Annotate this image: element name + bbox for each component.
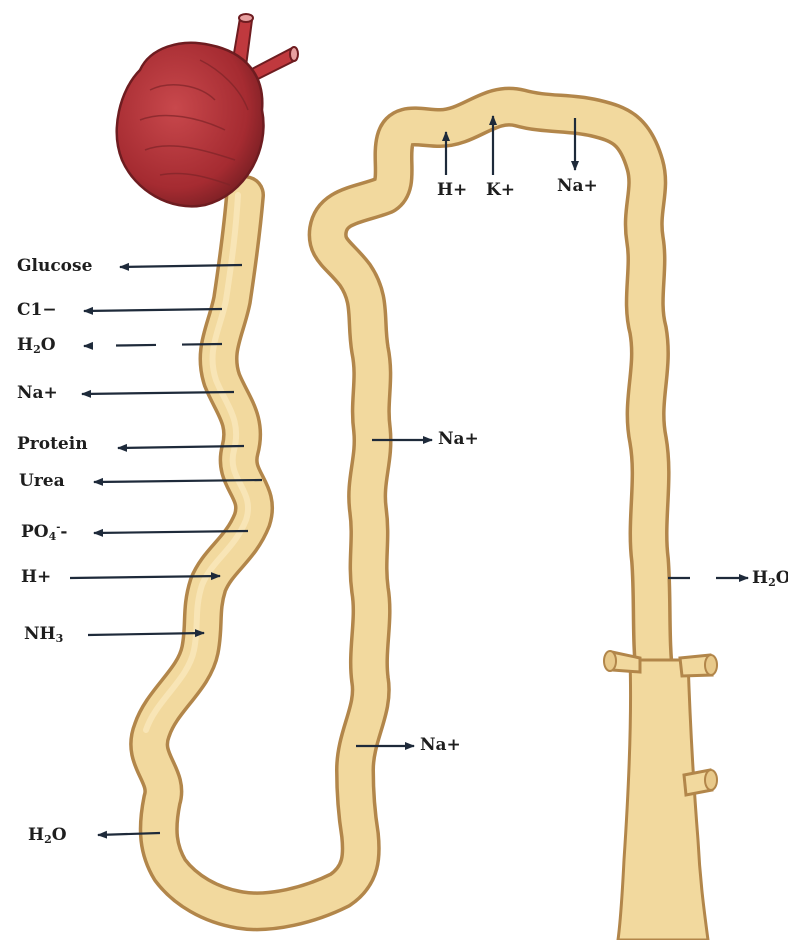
label-h2o-bottom: H2O	[28, 827, 67, 845]
duct-branch-left-opening	[604, 651, 616, 671]
label-collecting-h2o-clip: H2O	[752, 566, 788, 592]
label-h: H+	[21, 569, 51, 586]
duct-branch-right-lower-opening	[705, 770, 717, 790]
tubule	[146, 107, 717, 940]
label-loop-na-upper: Na+	[438, 431, 479, 448]
label-loop-na-lower: Na+	[420, 737, 461, 754]
glomerulus	[117, 14, 298, 206]
label-distal-h: H+	[437, 182, 467, 199]
label-cl: C1−	[17, 302, 57, 319]
label-urea: Urea	[19, 473, 65, 490]
afferent-vessel-opening	[239, 14, 253, 22]
collecting-duct	[618, 660, 708, 940]
tubule-fill	[149, 107, 668, 940]
arrow-cl	[84, 309, 222, 311]
label-h2o-top: H2O	[17, 337, 56, 355]
duct-branch-right-upper-opening	[705, 655, 717, 675]
efferent-vessel-opening	[290, 47, 298, 61]
label-protein: Protein	[17, 436, 88, 453]
glomerulus-tuft	[117, 43, 264, 207]
label-glucose: Glucose	[17, 258, 92, 275]
label-po4: PO4--	[21, 523, 67, 542]
label-distal-k: K+	[486, 182, 515, 199]
label-collecting-h2o: H2O	[752, 570, 788, 588]
label-na: Na+	[17, 385, 58, 402]
label-distal-na: Na+	[557, 178, 598, 195]
label-nh3: NH3	[24, 626, 63, 644]
